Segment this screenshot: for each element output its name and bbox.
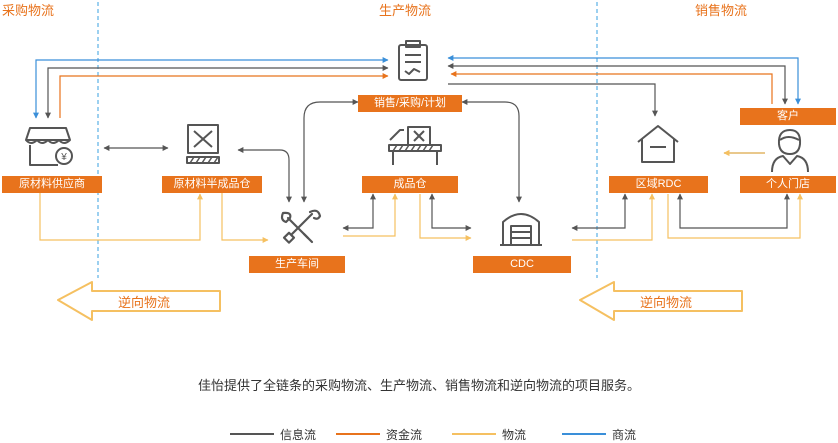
info-flow-left	[45, 65, 389, 119]
legend-label-logistics: 物流	[502, 428, 527, 442]
reverse-label-left: 逆向物流	[118, 295, 171, 310]
reverse-arrow-right	[579, 281, 743, 321]
caption: 佳怡提供了全链条的采购物流、生产物流、销售物流和逆向物流的项目服务。	[197, 378, 640, 393]
fund-flow-left	[59, 73, 389, 118]
logistics-flow-cdc-rdc	[572, 193, 655, 241]
fund-flow-right	[450, 71, 773, 104]
info-flow-plan-cdc	[461, 99, 522, 203]
commerce-flow-left	[33, 57, 389, 119]
svg-text:¥: ¥	[60, 152, 67, 163]
legend-label-info: 信息流	[280, 428, 317, 442]
warehouse-garage-icon	[500, 213, 542, 246]
logistics-flow-rdc-store	[667, 193, 803, 239]
person-icon	[771, 129, 809, 173]
node-plan: 销售/采购/计划	[358, 95, 462, 112]
house-icon	[637, 125, 679, 163]
logistics-flow-workshop-finished	[343, 193, 398, 237]
section-procurement: 采购物流	[2, 3, 55, 18]
logistics-flow-supplier-semi	[39, 193, 203, 241]
tools-icon	[280, 209, 322, 244]
clipboard-icon	[398, 40, 428, 81]
info-flow-cdc-rdc	[571, 193, 628, 231]
reverse-label-right: 逆向物流	[640, 295, 693, 310]
info-flow-right	[447, 63, 788, 105]
section-production: 生产物流	[379, 3, 432, 18]
node-semi-warehouse: 原材料半成品仓	[162, 176, 262, 193]
node-personal-store: 个人门店	[740, 176, 836, 193]
legend-label-fund: 资金流	[386, 428, 423, 442]
node-workshop: 生产车间	[249, 256, 345, 273]
info-flow-rdc-store	[677, 193, 790, 229]
shelf-icon	[388, 126, 442, 165]
section-sales: 销售物流	[695, 3, 748, 18]
node-customer: 客户	[740, 108, 836, 125]
info-flow-finished-cdc	[429, 193, 472, 231]
node-regional-rdc: 区域RDC	[609, 176, 708, 193]
store-icon: ¥	[25, 127, 73, 166]
info-flow-plan-rdc	[448, 83, 658, 117]
logistics-flow-finished-cdc	[419, 194, 472, 241]
node-raw-supplier: 原材料供应商	[2, 176, 102, 193]
info-flow-plan-workshop	[301, 99, 359, 203]
logistics-flow-semi-workshop	[221, 193, 269, 243]
legend-label-commerce: 商流	[612, 428, 637, 442]
commerce-flow-right	[447, 55, 801, 105]
node-finished-warehouse: 成品仓	[362, 176, 458, 193]
reverse-arrow-left	[57, 281, 221, 321]
warehouse-box-icon	[186, 124, 220, 164]
info-flow-workshop-finished	[342, 193, 376, 231]
node-cdc: CDC	[473, 256, 571, 273]
info-flow-semi-workshop	[237, 147, 292, 203]
